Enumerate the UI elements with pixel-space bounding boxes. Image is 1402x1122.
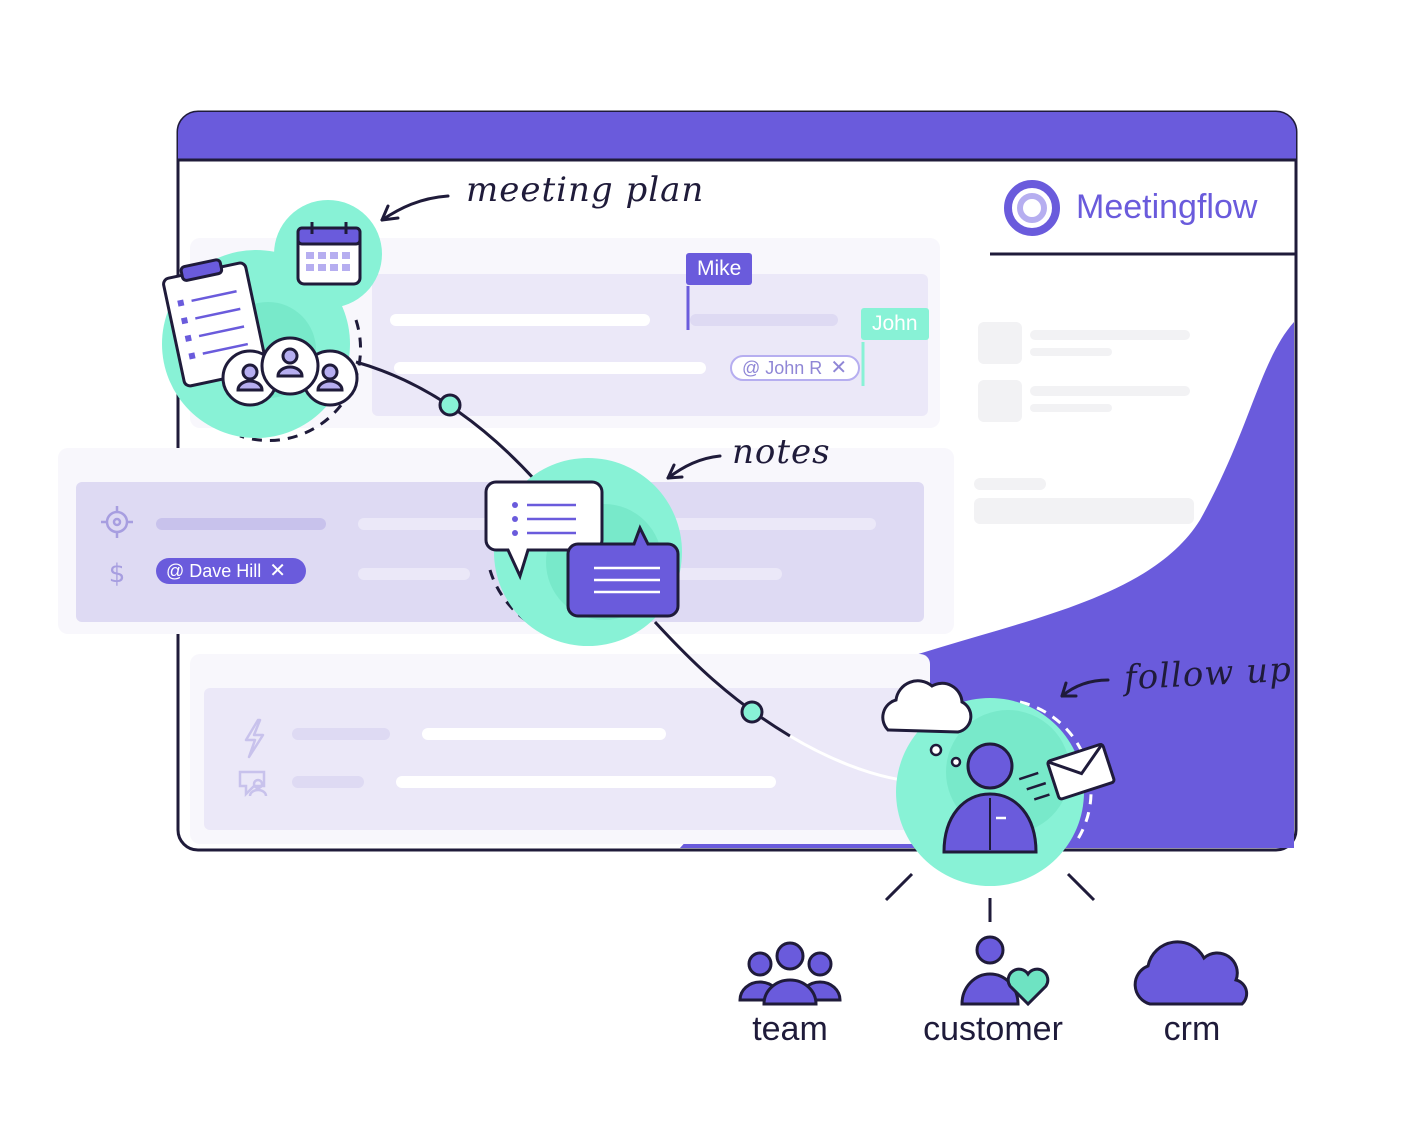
attendees-icon	[221, 336, 359, 407]
journey-node-1	[438, 393, 462, 417]
meeting-plan-annotation: meeting plan	[466, 170, 705, 210]
thought-cloud-icon	[881, 679, 973, 768]
destination-label-customer: customer	[923, 1010, 1063, 1048]
dollar-icon: $	[109, 559, 126, 589]
target-icon	[101, 506, 133, 538]
calendar-icon	[296, 222, 362, 286]
flag-mike: Mike	[686, 253, 753, 285]
team-icon	[738, 941, 842, 1006]
customer-heart-icon	[960, 935, 1050, 1007]
mention-chip-label: @ Dave Hill	[166, 560, 262, 581]
mention-chip-label: @ John R	[742, 357, 823, 378]
person-icon	[942, 742, 1038, 854]
brand-logo-icon	[1004, 180, 1060, 236]
envelope-icon	[1018, 742, 1116, 801]
journey-node-2	[740, 700, 764, 724]
follow-up-cluster	[881, 679, 1116, 922]
arrow-follow-up	[1060, 678, 1110, 698]
cloud-icon	[1133, 940, 1249, 1006]
chat-user-icon	[238, 770, 268, 798]
remove-icon[interactable]: ✕	[269, 560, 287, 582]
chat-bubbles-icon	[484, 480, 680, 618]
bolt-icon	[244, 718, 265, 759]
mention-chip-john-r[interactable]: @ John R ✕	[730, 355, 860, 381]
action-items-card	[204, 688, 924, 830]
brand-name: Meetingflow	[1076, 188, 1258, 226]
window-title-bar	[178, 112, 1296, 160]
sidebar-thumb-2	[978, 380, 1022, 422]
arrow-notes	[666, 454, 722, 480]
remove-icon[interactable]: ✕	[830, 357, 848, 379]
notes-annotation: notes	[732, 432, 831, 472]
destination-label-crm: crm	[1163, 1010, 1221, 1048]
mention-chip-dave-hill[interactable]: @ Dave Hill ✕	[156, 558, 306, 584]
flag-john: John	[861, 308, 929, 340]
sidebar	[892, 158, 1296, 524]
meeting-plan-card	[372, 274, 928, 416]
meeting-plan-cluster	[162, 200, 382, 443]
arrow-meeting-plan	[380, 194, 450, 222]
journey-path	[355, 360, 903, 782]
destination-label-team: team	[752, 1010, 828, 1048]
sidebar-thumb-1	[978, 322, 1022, 364]
notes-cluster	[484, 458, 682, 646]
